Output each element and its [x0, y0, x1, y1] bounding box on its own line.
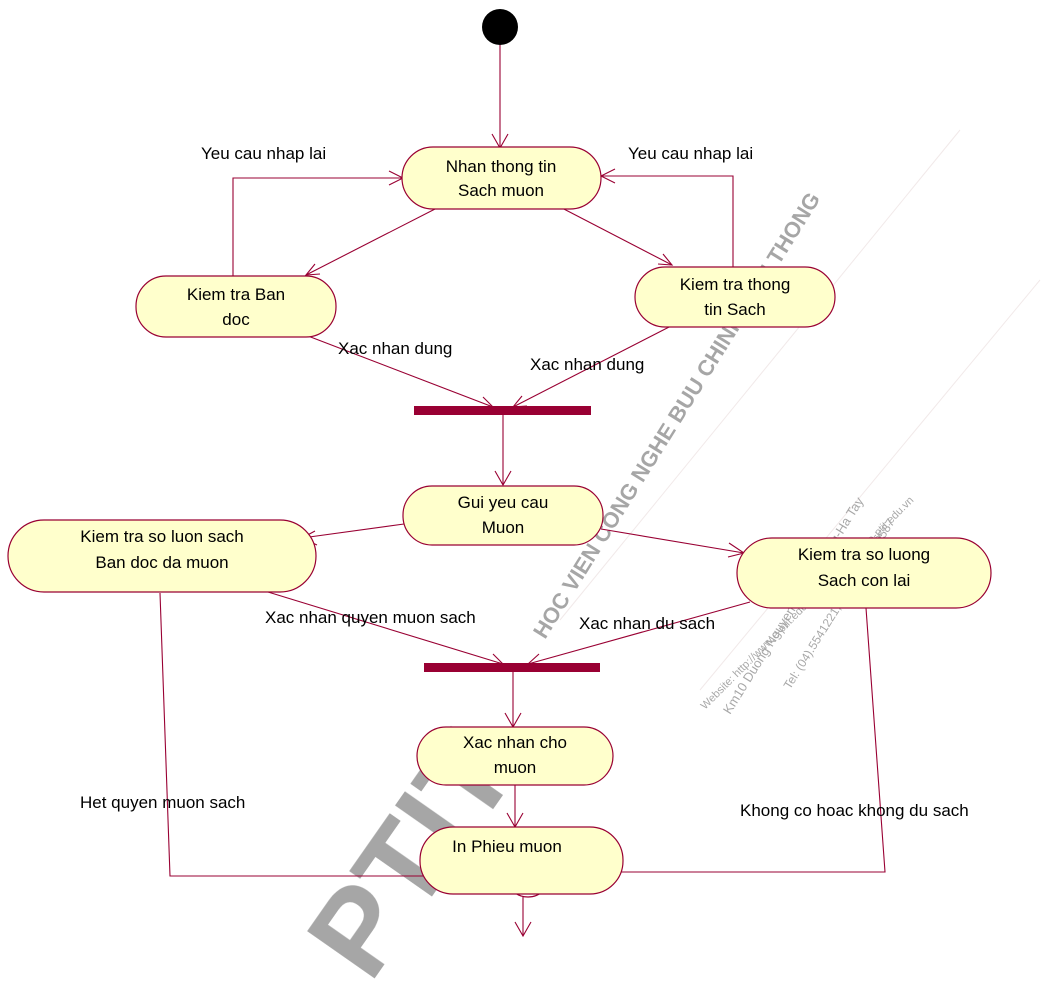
- edge-label-xac-nhan-du-sach: Xac nhan du sach: [579, 614, 715, 633]
- initial-node: [482, 9, 518, 45]
- activity-xac-nhan-cho-muon: Xac nhan cho muon: [416, 726, 614, 786]
- edge-label-het-quyen: Het quyen muon sach: [80, 793, 245, 812]
- activity-label: muon: [494, 758, 537, 777]
- activity-label: Kiem tra thong: [680, 275, 791, 294]
- activity-label: Kiem tra Ban: [187, 285, 285, 304]
- activity-shape: [135, 275, 337, 338]
- flow-gui-to-soluon: [301, 523, 405, 539]
- activity-label: In Phieu muon: [452, 837, 562, 856]
- activity-label: doc: [222, 310, 250, 329]
- activity-kiem-tra-ban-doc: Kiem tra Ban doc: [135, 275, 337, 338]
- activity-label: Muon: [482, 518, 525, 537]
- flow-bandoc-to-join1: [307, 335, 494, 408]
- activity-label: Ban doc da muon: [95, 553, 228, 572]
- activity-label: Sach muon: [458, 181, 544, 200]
- flow-soluon-to-join2: [267, 591, 504, 665]
- activity-nhan-thong-tin: Nhan thong tin Sach muon: [401, 146, 602, 210]
- flow-nhan-to-sach: [559, 206, 673, 266]
- watermark-rule-2: [699, 279, 1041, 691]
- activity-label: Kiem tra so luon sach: [80, 527, 243, 546]
- activity-kiem-tra-so-luon: Kiem tra so luon sach Ban doc da muon: [7, 519, 317, 593]
- activity-shape: [7, 519, 317, 593]
- edge-label-yeu-cau-right: Yeu cau nhap lai: [628, 144, 753, 163]
- activity-shape: [401, 146, 602, 210]
- activity-label: Kiem tra so luong: [798, 545, 930, 564]
- arrowhead: [514, 921, 532, 938]
- watermark-rule-1: [559, 129, 961, 621]
- activity-shape: [416, 726, 614, 786]
- join-bar-1: [414, 406, 591, 415]
- edge-labels: Yeu cau nhap lai Yeu cau nhap lai Xac nh…: [80, 144, 969, 820]
- edge-label-xac-nhan-dung-left: Xac nhan dung: [338, 339, 452, 358]
- flow-gui-to-soluong: [600, 528, 745, 554]
- join-bar-2: [424, 663, 600, 672]
- activity-label: Xac nhan cho: [463, 733, 567, 752]
- edge-label-yeu-cau-left: Yeu cau nhap lai: [201, 144, 326, 163]
- activity-label: Gui yeu cau: [458, 493, 549, 512]
- flow-khong-co: [553, 607, 886, 873]
- flow-het-quyen: [159, 592, 505, 877]
- activity-label: tin Sach: [704, 300, 765, 319]
- flow-sach-retry: [601, 175, 734, 268]
- activity-shape: [634, 266, 836, 328]
- activity-shape: [736, 537, 992, 609]
- arrowhead: [657, 253, 674, 266]
- flows: [159, 45, 886, 938]
- flow-nhan-to-bandoc: [305, 207, 438, 276]
- flow-sach-to-join1: [512, 324, 674, 408]
- activity-gui-yeu-cau: Gui yeu cau Muon: [402, 485, 604, 546]
- arrowhead: [304, 263, 321, 276]
- activity-shape: [419, 826, 624, 895]
- flow-soluong-to-join2: [527, 601, 751, 665]
- activity-shape: [402, 485, 604, 546]
- edge-label-xac-nhan-quyen: Xac nhan quyen muon sach: [265, 608, 476, 627]
- edge-label-khong-co: Khong co hoac khong du sach: [740, 801, 969, 820]
- flow-bandoc-retry: [232, 177, 403, 277]
- activity-kiem-tra-sach: Kiem tra thong tin Sach: [634, 266, 836, 328]
- arrowhead: [494, 470, 512, 487]
- activity-label: Sach con lai: [818, 571, 911, 590]
- activity-kiem-tra-so-luong: Kiem tra so luong Sach con lai: [736, 537, 992, 609]
- activity-in-phieu-muon: In Phieu muon: [419, 826, 624, 895]
- edge-label-xac-nhan-dung-right: Xac nhan dung: [530, 355, 644, 374]
- activity-label: Nhan thong tin: [446, 157, 557, 176]
